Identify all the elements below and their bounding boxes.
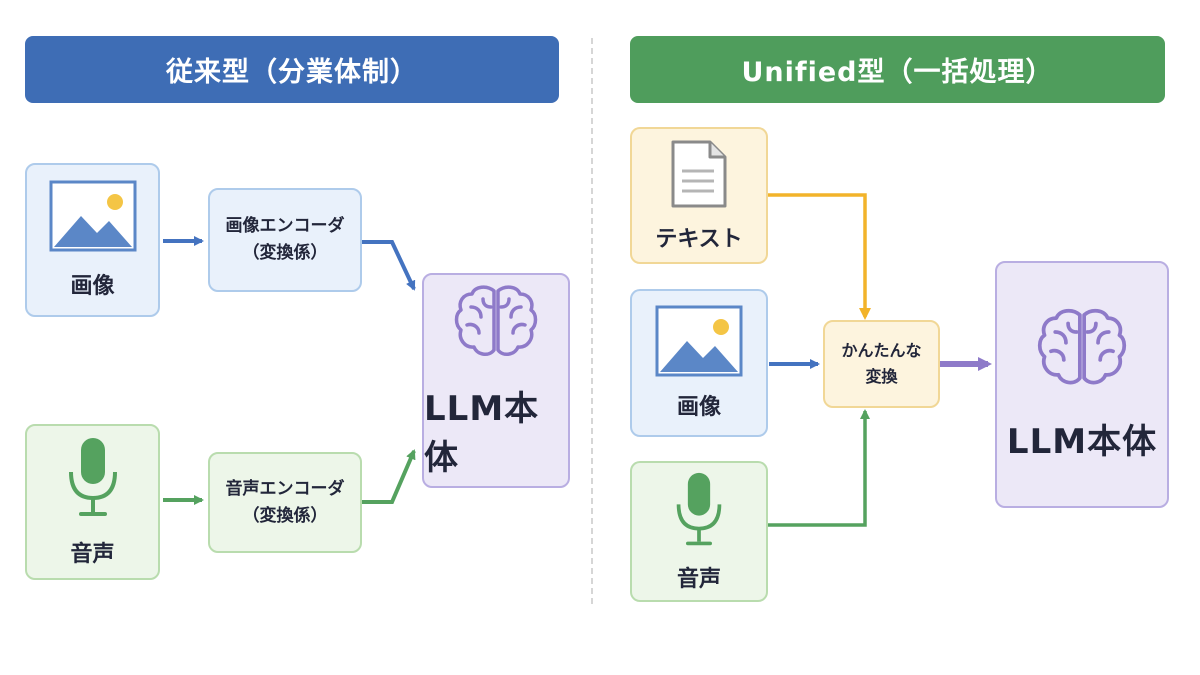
right-audio-box: 音声 <box>630 461 768 602</box>
right-image-box: 画像 <box>630 289 768 437</box>
image-icon <box>49 180 136 252</box>
arrow-audio-encoder-to-llm <box>362 449 416 504</box>
microphone-icon <box>68 438 117 516</box>
left-audio-encoder-box: 音声エンコーダ （変換係） <box>208 452 362 553</box>
audio-encoder-label: 音声エンコーダ （変換係） <box>225 478 345 526</box>
traditional-title: 従来型（分業体制） <box>166 57 418 88</box>
arrow-audio-to-converter <box>768 409 870 527</box>
right-image-label: 画像 <box>676 395 721 420</box>
arrow-text-to-converter <box>768 193 871 320</box>
left-image-label: 画像 <box>70 274 115 299</box>
left-audio-box: 音声 <box>25 424 160 580</box>
image-icon <box>655 305 743 377</box>
traditional-header: 従来型（分業体制） <box>25 36 559 103</box>
converter-box: かんたんな 変換 <box>823 320 940 408</box>
brain-icon <box>454 284 538 356</box>
right-llm-label: LLM本体 <box>1006 422 1158 462</box>
unified-title: Unified型（一括処理） <box>741 57 1054 88</box>
left-image-box: 画像 <box>25 163 160 317</box>
document-icon <box>671 140 727 207</box>
right-llm-box: LLM本体 <box>995 261 1169 508</box>
section-divider <box>591 38 593 604</box>
image-encoder-label: 画像エンコーダ （変換係） <box>225 216 345 263</box>
microphone-icon <box>676 472 722 545</box>
left-llm-box: LLM本体 <box>422 273 570 488</box>
unified-header: Unified型（一括処理） <box>630 36 1165 103</box>
left-audio-label: 音声 <box>70 542 115 567</box>
left-llm-label: LLM本体 <box>424 388 540 478</box>
brain-icon <box>1037 308 1127 385</box>
converter-label: かんたんな 変換 <box>841 341 922 386</box>
right-text-label: テキスト <box>655 226 743 252</box>
arrow-image-encoder-to-llm <box>362 240 416 291</box>
left-image-encoder-box: 画像エンコーダ （変換係） <box>208 188 362 292</box>
right-text-box: テキスト <box>630 127 768 264</box>
right-audio-label: 音声 <box>676 566 721 592</box>
